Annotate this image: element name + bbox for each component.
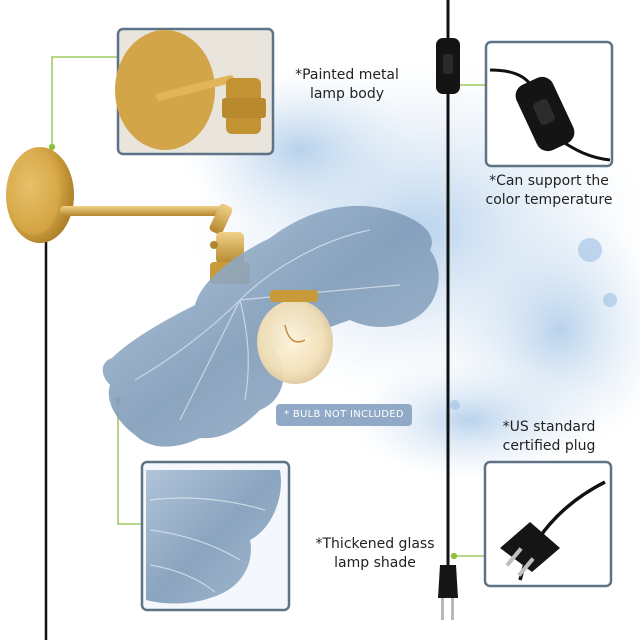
wall-plate [6,147,74,243]
callout-metal-body-line1: *Painted metal [295,67,399,83]
bulb-not-included-badge: * BULB NOT INCLUDED [276,404,412,426]
callout-us-plug-line2: certified plug [502,438,596,454]
callout-color-temperature-line2: color temperature [485,192,613,208]
callout-us-plug: *US standard certified plug [494,418,604,456]
inset-frame-plug [483,460,613,588]
callout-metal-body-line2: lamp body [309,86,385,102]
callout-glass-shade-line2: lamp shade [334,555,416,571]
callout-color-temperature: *Can support the color temperature [484,172,614,210]
inset-frame-glass-shade [140,460,291,612]
power-cord [44,0,450,640]
callout-glass-shade-line1: *Thickened glass [315,536,435,552]
inline-switch [436,38,460,94]
inset-frame-switch [484,40,614,168]
plug-on-cord [438,565,458,620]
callout-metal-body: *Painted metal lamp body [285,66,409,104]
callout-us-plug-line1: *US standard [502,419,596,435]
lamp-arm [60,203,233,235]
inset-frame-metal-body [115,27,275,156]
callout-glass-shade: *Thickened glass lamp shade [298,535,452,573]
callout-color-temperature-line1: *Can support the [489,173,609,189]
light-bulb [257,290,333,384]
